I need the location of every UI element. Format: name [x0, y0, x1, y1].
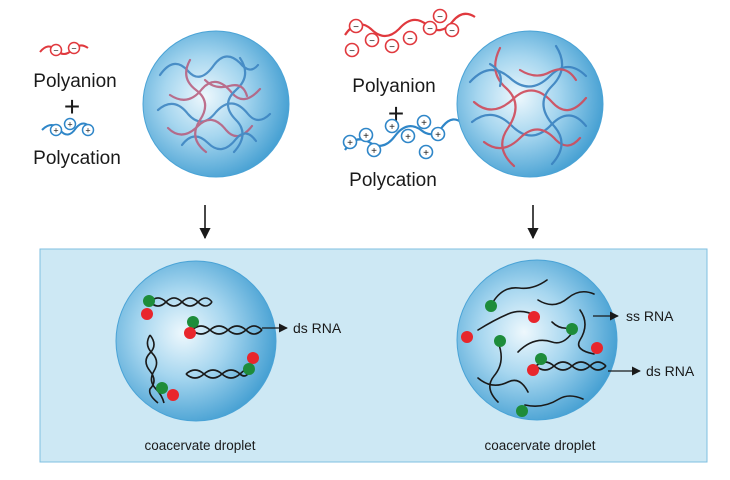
polyanion-chain-small: − −: [39, 41, 89, 57]
anion-charge: −: [349, 46, 355, 57]
polyanion-label: Polyanion: [33, 71, 116, 92]
top-left-coacervate-sphere: [142, 30, 290, 178]
cation-charge: +: [67, 120, 72, 130]
green-dot: [566, 323, 578, 335]
anion-charge: −: [71, 44, 76, 54]
green-dot: [485, 300, 497, 312]
cation-charge: +: [435, 130, 441, 141]
polycation-chain-long: + + + + + + + +: [342, 114, 464, 160]
anion-charge: −: [369, 36, 375, 47]
red-dot: [461, 331, 473, 343]
anion-charge: −: [407, 34, 413, 45]
dsrna-label: ds RNA: [646, 363, 695, 379]
plus-sign: +: [64, 91, 80, 122]
top-left-legend: − − Polyanion + + + + Polycation: [33, 41, 121, 169]
red-dot: [528, 311, 540, 323]
left-coacervate-droplet: ds RNA coacervate droplet: [115, 260, 342, 453]
top-right-coacervate-sphere: [456, 30, 604, 178]
green-dot: [243, 363, 255, 375]
red-dot: [591, 342, 603, 354]
red-dot: [141, 308, 153, 320]
cation-charge: +: [363, 131, 369, 142]
cation-charge: +: [389, 122, 395, 133]
red-dot: [527, 364, 539, 376]
top-right-legend: − − − − − − − − Polyanion + + + +: [342, 8, 476, 191]
cation-charge: +: [371, 146, 377, 157]
cation-charge: +: [405, 132, 411, 143]
red-dot: [247, 352, 259, 364]
fluorophore-dots: [461, 300, 603, 417]
anion-charge: −: [427, 24, 433, 35]
polycation-chain-small: + + +: [41, 117, 95, 137]
dsrna-helix: [535, 361, 607, 371]
polycation-label: Polycation: [349, 170, 437, 191]
cation-charge: +: [85, 126, 90, 136]
polycation-label: Polycation: [33, 148, 121, 169]
polyanion-chain-long: − − − − − − − −: [344, 8, 476, 58]
cation-charge: +: [423, 148, 429, 159]
cation-charge: +: [53, 126, 58, 136]
green-dot: [535, 353, 547, 365]
polyanion-label: Polyanion: [352, 76, 435, 97]
green-dot: [143, 295, 155, 307]
red-dot: [184, 327, 196, 339]
red-dot: [167, 389, 179, 401]
anion-charge: −: [437, 12, 443, 23]
cation-charge: +: [347, 138, 353, 149]
green-dot: [187, 316, 199, 328]
right-coacervate-droplet: ss RNA ds RNA coacervate droplet: [456, 259, 695, 453]
droplet-caption: coacervate droplet: [484, 438, 595, 453]
tangled-polymer-chains: [156, 55, 272, 154]
anion-charge: −: [53, 46, 58, 56]
fluorophore-dots: [141, 295, 259, 401]
anion-charge: −: [389, 42, 395, 53]
droplet-caption: coacervate droplet: [144, 438, 255, 453]
ssrna-label: ss RNA: [626, 308, 674, 324]
anion-charge: −: [449, 26, 455, 37]
ssrna-strands: [477, 279, 595, 407]
anion-charge: −: [353, 22, 359, 33]
dsrna-label: ds RNA: [293, 320, 342, 336]
tangled-polymer-chains: [468, 44, 588, 168]
cation-charge: +: [421, 118, 427, 129]
green-dot: [156, 382, 168, 394]
green-dot: [516, 405, 528, 417]
green-dot: [494, 335, 506, 347]
